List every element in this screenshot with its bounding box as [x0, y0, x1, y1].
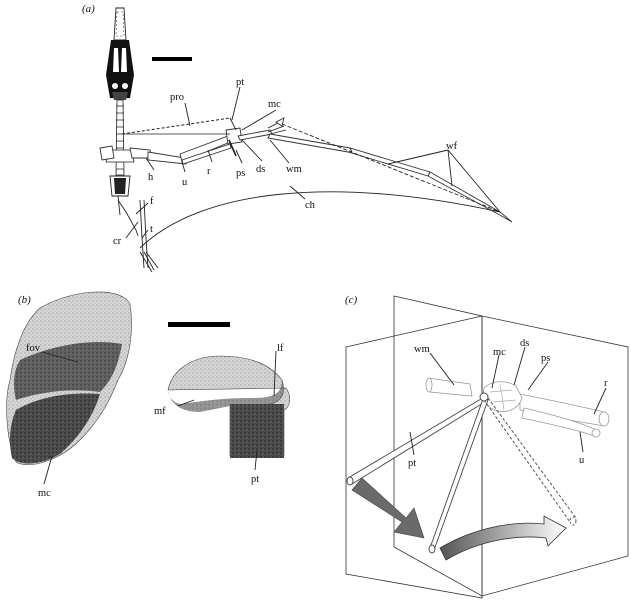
panel-b: (b) fov mc lf mf pt	[6, 291, 290, 499]
label-a-h: h	[148, 172, 154, 183]
label-c-pt: pt	[408, 458, 416, 469]
label-a-t: t	[150, 224, 153, 235]
label-a-mc: mc	[268, 99, 281, 110]
leaders-a	[125, 86, 501, 239]
pteroid-c	[346, 392, 577, 554]
pteroid-specimen	[167, 355, 290, 458]
label-c-u: u	[579, 455, 585, 466]
arrow-straight	[351, 477, 425, 539]
label-a-ds: ds	[256, 164, 265, 175]
metacarpal-specimen	[6, 291, 132, 466]
label-b-fov: fov	[26, 343, 41, 354]
label-b-lf: lf	[277, 343, 284, 354]
panel-c-label: (c)	[345, 294, 358, 306]
label-a-pt: pt	[236, 77, 244, 88]
label-a-ch: ch	[305, 200, 316, 211]
propatagium-line	[121, 117, 231, 135]
panel-c: (c)	[345, 294, 629, 599]
panel-a-label: (a)	[82, 3, 95, 15]
forearm-c	[425, 377, 610, 438]
skull	[106, 7, 134, 100]
label-a-u: u	[182, 177, 188, 188]
label-c-ps: ps	[541, 353, 550, 364]
arrow-curved	[439, 515, 567, 561]
scale-bar-b	[168, 322, 230, 327]
label-a-ps: ps	[236, 168, 245, 179]
label-c-ds: ds	[520, 338, 529, 349]
hindlimb	[117, 199, 159, 273]
scale-bar-a	[152, 57, 192, 61]
label-c-wm: wm	[414, 344, 430, 355]
chord-line	[139, 191, 501, 249]
label-b-pt: pt	[251, 474, 259, 485]
label-b-mf: mf	[154, 406, 166, 417]
panel-a: (a)	[82, 3, 513, 273]
plane-right	[481, 315, 629, 597]
panel-b-label: (b)	[18, 294, 31, 306]
label-c-mc: mc	[493, 347, 506, 358]
wing-bones-a	[99, 117, 513, 223]
label-a-wm: wm	[286, 164, 302, 175]
label-b-mc: mc	[38, 488, 51, 499]
label-a-wf: wf	[446, 141, 458, 152]
label-a-r: r	[207, 166, 211, 177]
label-a-pro: pro	[170, 92, 184, 103]
plane-left	[345, 315, 483, 599]
label-a-f: f	[150, 196, 154, 207]
label-a-cr: cr	[113, 236, 122, 247]
label-c-r: r	[604, 378, 608, 389]
